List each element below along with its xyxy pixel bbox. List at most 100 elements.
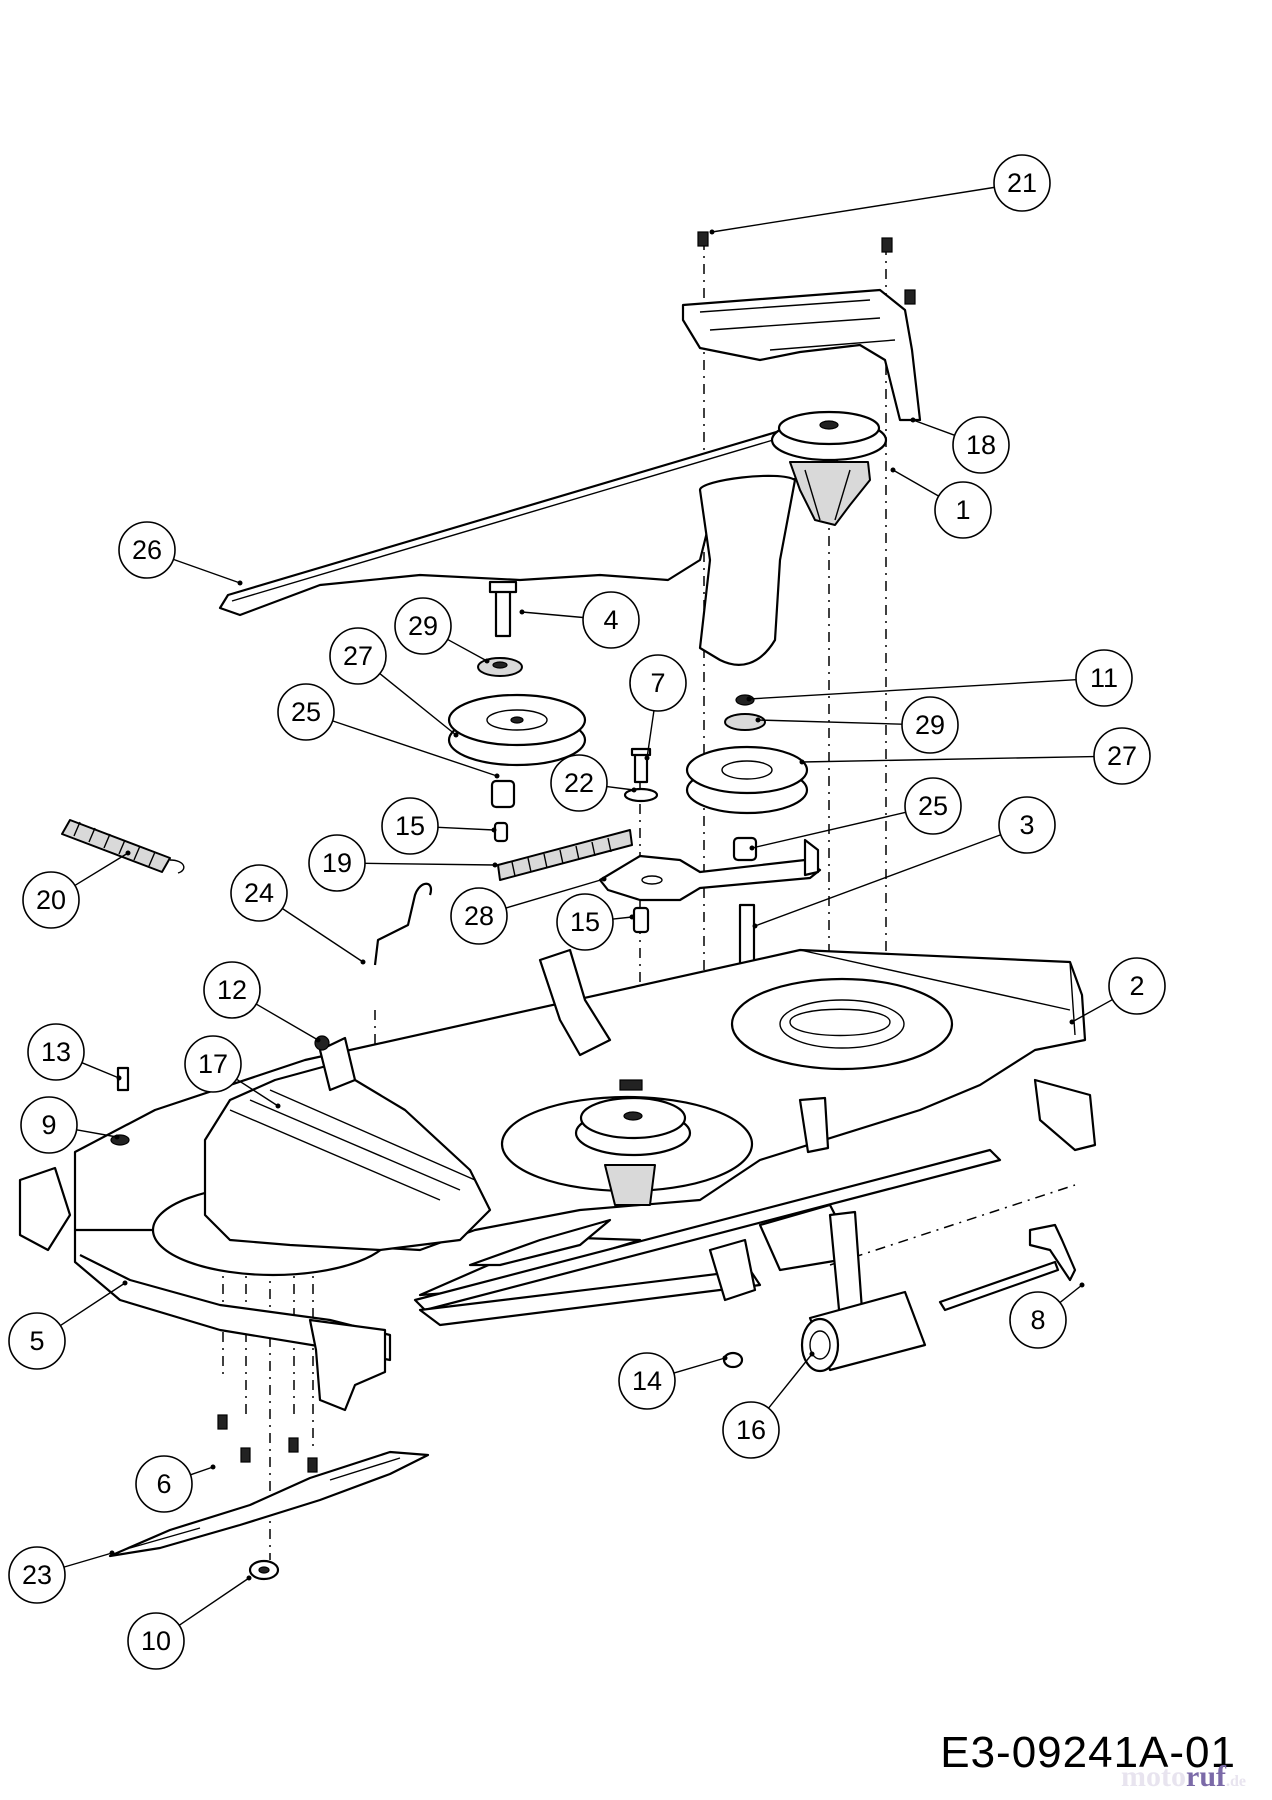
leader-line-26 [173, 558, 241, 584]
callout-number: 9 [41, 1110, 56, 1140]
callout-number: 23 [22, 1560, 52, 1590]
drive-belt [218, 423, 842, 666]
leader-line-9 [76, 1129, 118, 1138]
cover-screws [697, 231, 916, 305]
callout-1: 1 [934, 481, 992, 539]
callout-24: 24 [230, 864, 288, 922]
callout-25: 25 [904, 777, 962, 835]
bushing-upper [493, 821, 509, 843]
leader-tip-20 [125, 850, 131, 856]
leader-line-29 [757, 719, 903, 725]
leader-tip-22 [631, 787, 637, 793]
leader-line-7 [646, 710, 655, 759]
idler-arm [598, 838, 822, 902]
leader-tip-29 [484, 658, 490, 664]
leader-tip-16 [809, 1351, 815, 1357]
callout-number: 5 [29, 1326, 44, 1356]
leader-line-27 [801, 755, 1095, 763]
leader-tip-14 [722, 1355, 728, 1361]
leader-line-1 [892, 469, 940, 497]
leader-tip-26 [237, 580, 243, 586]
callout-circle [1075, 649, 1133, 707]
callout-11: 11 [1075, 649, 1133, 707]
callout-number: 10 [141, 1626, 171, 1656]
callout-number: 19 [322, 848, 352, 878]
callout-circle [20, 1096, 78, 1154]
leader-tip-29 [755, 717, 761, 723]
leader-tip-3 [752, 923, 758, 929]
callout-number: 12 [217, 975, 247, 1005]
callout-number: 25 [291, 697, 321, 727]
leader-line-21 [711, 186, 995, 233]
carriage-bolt [722, 1351, 744, 1369]
leader-line-3 [754, 834, 1001, 927]
callout-circle [118, 521, 176, 579]
leader-line-17 [236, 1078, 279, 1107]
callout-circle [629, 654, 687, 712]
leader-tip-2 [1069, 1019, 1075, 1025]
callout-number: 6 [156, 1469, 171, 1499]
leader-tip-7 [644, 755, 650, 761]
callout-15: 15 [381, 797, 439, 855]
leader-line-25 [751, 811, 906, 849]
callout-7: 7 [629, 654, 687, 712]
tension-spring [497, 829, 633, 881]
callout-12: 12 [203, 961, 261, 1019]
callout-14: 14 [618, 1352, 676, 1410]
leader-line-13 [81, 1062, 120, 1079]
callout-circle [184, 1035, 242, 1093]
idler-pulley-right [685, 745, 809, 815]
callout-circle [277, 683, 335, 741]
callout-circle [582, 591, 640, 649]
callout-circle [556, 893, 614, 951]
callout-circle [135, 1455, 193, 1513]
callout-layer: 1234567891011121314151516171819202122232… [8, 154, 1166, 1670]
drawing-number: E3-09241A-01 [940, 1728, 1236, 1777]
callout-number: 28 [464, 901, 494, 931]
nut-and-bearing-right [724, 694, 766, 731]
callout-circle [308, 834, 366, 892]
callout-number: 29 [408, 611, 438, 641]
leader-line-25 [332, 720, 498, 777]
callout-22: 22 [550, 754, 608, 812]
leader-tip-6 [210, 1464, 216, 1470]
callout-circle [203, 961, 261, 1019]
callout-21: 21 [993, 154, 1051, 212]
hook-rod [373, 882, 433, 966]
leader-tip-8 [1079, 1282, 1085, 1288]
callout-23: 23 [8, 1546, 66, 1604]
spindle-pulley-center [574, 1079, 692, 1206]
callout-number: 11 [1090, 663, 1118, 693]
idler-bolt [623, 747, 659, 803]
callout-number: 2 [1129, 971, 1144, 1001]
spacer-left [490, 779, 516, 809]
leader-tip-12 [315, 1037, 321, 1043]
leader-line-8 [1059, 1284, 1083, 1304]
callout-19: 19 [308, 834, 366, 892]
side-bracket [308, 1318, 387, 1412]
callout-circle [998, 796, 1056, 854]
callout-circle [901, 696, 959, 754]
leader-line-19 [364, 862, 496, 866]
leader-line-18 [912, 419, 955, 436]
leader-line-23 [63, 1552, 113, 1568]
callout-20: 20 [22, 871, 80, 929]
callout-number: 25 [918, 791, 948, 821]
callout-27: 27 [329, 627, 387, 685]
callout-circle [329, 627, 387, 685]
leader-tip-13 [116, 1075, 122, 1081]
blade-nut [248, 1559, 280, 1581]
leader-tip-11 [746, 696, 752, 702]
watermark-logo: motoruf.de [1121, 1760, 1246, 1794]
callout-circle [450, 887, 508, 945]
callout-27: 27 [1093, 727, 1151, 785]
callout-9: 9 [20, 1096, 78, 1154]
leader-line-4 [521, 611, 584, 619]
mower-blade [108, 1450, 430, 1558]
leader-tip-10 [246, 1575, 252, 1581]
leader-tip-4 [519, 609, 525, 615]
belt-shield [203, 1036, 492, 1252]
callout-circle [8, 1546, 66, 1604]
callout-number: 13 [41, 1037, 71, 1067]
front-axle-bar [413, 1148, 1002, 1327]
